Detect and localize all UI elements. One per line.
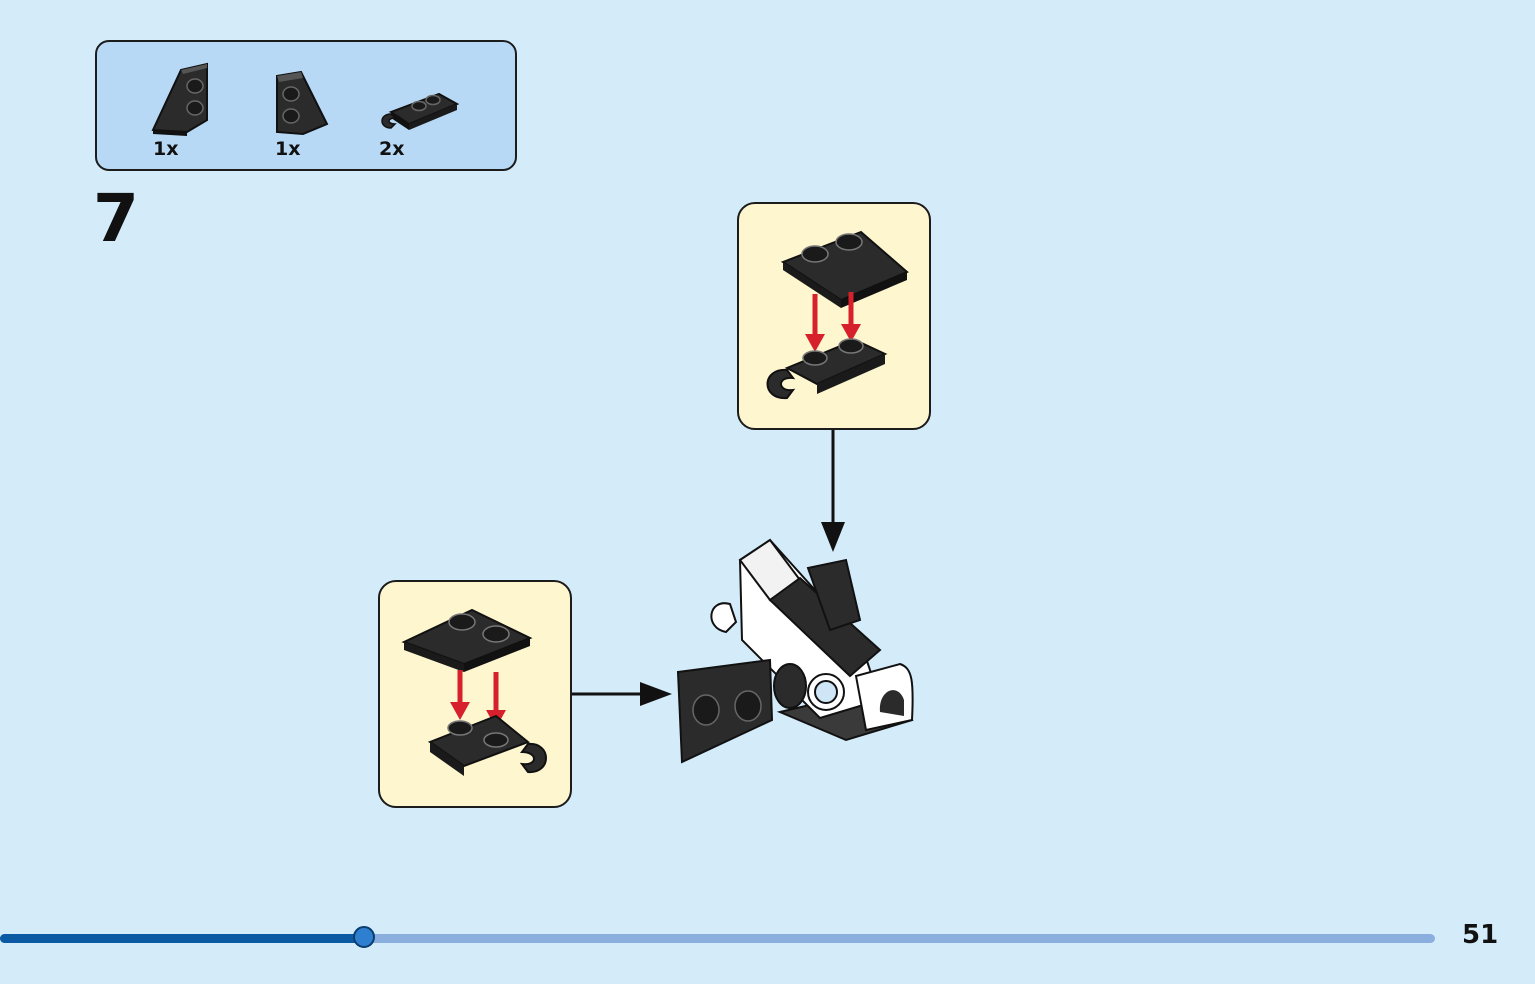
right-arrow <box>572 682 672 706</box>
progress-fill <box>0 934 364 943</box>
part-quantity: 1x <box>153 138 179 160</box>
parts-list-box: 1x 1x 2x <box>95 40 517 171</box>
page-number: 51 <box>1462 920 1499 950</box>
wedge-plate-left-icon <box>151 62 208 136</box>
part-quantity: 2x <box>379 138 405 160</box>
callout-left <box>378 580 572 808</box>
subassembly-left-diagram <box>401 608 547 776</box>
subassembly-top-diagram <box>766 230 909 400</box>
wedge-plate-right-icon <box>276 70 329 136</box>
step-number: 7 <box>93 180 139 257</box>
callout-top <box>737 202 931 430</box>
down-arrow <box>821 430 845 552</box>
progress-bar <box>0 926 1435 948</box>
main-model <box>676 538 914 764</box>
progress-knob <box>353 926 375 948</box>
clip-plate-icon <box>381 92 460 130</box>
part-quantity: 1x <box>275 138 301 160</box>
